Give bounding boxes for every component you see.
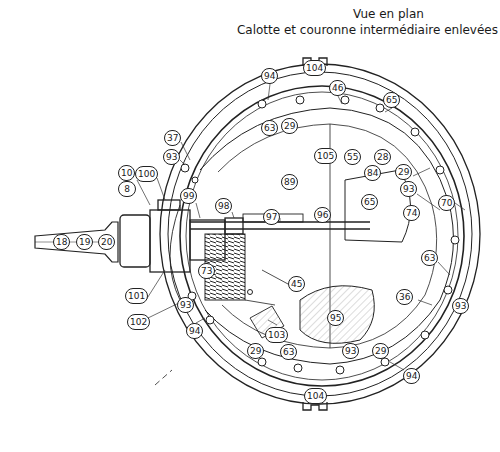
callout-number: 36 [396, 289, 413, 305]
callout-number: 29 [281, 118, 298, 134]
callout-number: 28 [374, 149, 391, 165]
callout-number: 65 [383, 92, 400, 108]
callout-number: 65 [361, 194, 378, 210]
callout-number: 102 [127, 314, 150, 330]
callout-number: 89 [281, 174, 298, 190]
callout-number: 93 [452, 298, 469, 314]
callout-number: 94 [186, 323, 203, 339]
callout-number: 18 [53, 234, 70, 250]
callout-number: 104 [304, 388, 327, 404]
callout-number: 63 [421, 250, 438, 266]
callout-number: 19 [76, 234, 93, 250]
callout-number: 45 [288, 276, 305, 292]
callout-number: 63 [280, 344, 297, 360]
callout-number: 10 [118, 165, 135, 181]
callout-number: 74 [403, 205, 420, 221]
callout-number: 29 [372, 343, 389, 359]
callout-number: 105 [314, 148, 337, 164]
callout-number: 96 [314, 207, 331, 223]
callout-number: 103 [265, 327, 288, 343]
callout-number: 94 [403, 368, 420, 384]
callout-number: 93 [177, 297, 194, 313]
callout-number: 20 [98, 234, 115, 250]
callout-number: 93 [342, 343, 359, 359]
callout-number: 100 [135, 166, 158, 182]
callout-number: 99 [180, 188, 197, 204]
callout-number: 94 [261, 68, 278, 84]
callout-number: 93 [163, 149, 180, 165]
callout-number: 55 [344, 149, 361, 165]
callout-number: 84 [364, 165, 381, 181]
callout-number: 29 [247, 343, 264, 359]
callout-number: 98 [215, 198, 232, 214]
callout-number: 70 [438, 195, 455, 211]
callout-number: 29 [395, 164, 412, 180]
view-title: Vue en plan [353, 7, 424, 21]
callout-number: 93 [400, 181, 417, 197]
callout-number: 104 [303, 60, 326, 76]
callout-number: 8 [118, 181, 136, 197]
callout-number: 37 [164, 130, 181, 146]
callout-number: 101 [125, 288, 148, 304]
view-subtitle: Calotte et couronne intermédiaire enlevé… [237, 23, 498, 37]
